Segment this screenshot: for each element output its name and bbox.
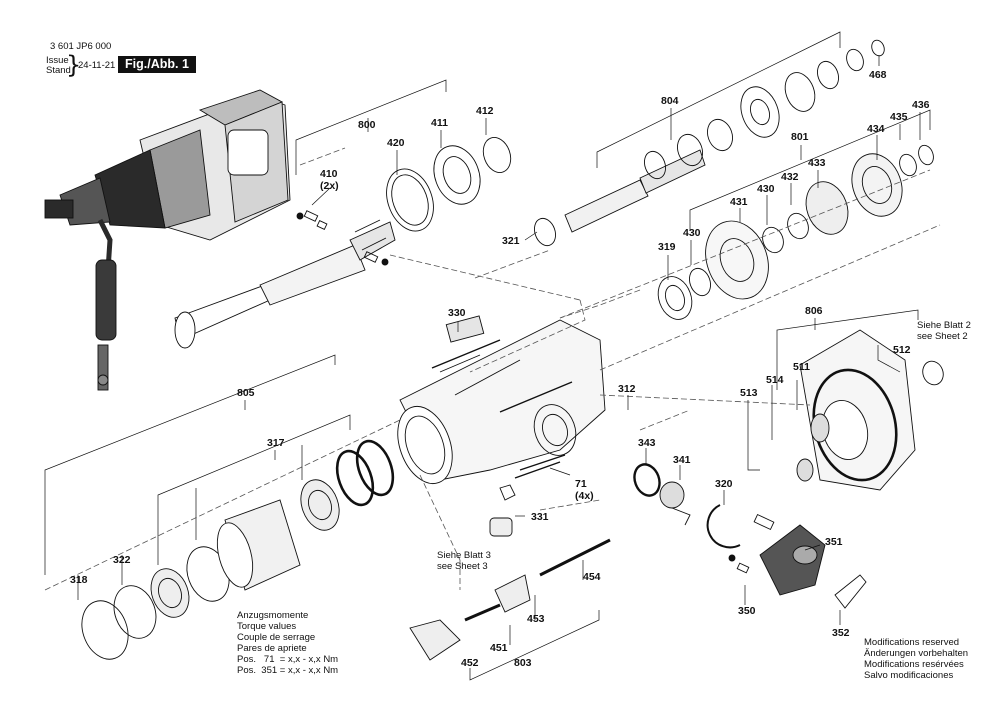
callout-453: 453 — [527, 613, 545, 625]
torque-title-fr: Couple de serrage — [237, 632, 316, 643]
callout-804: 804 — [661, 95, 679, 107]
callout-805: 805 — [237, 387, 255, 399]
callout-322: 322 — [113, 554, 131, 566]
sheet3-de: Siehe Blatt 3 — [437, 550, 491, 561]
torque-row-71: Pos. 71 = x,x - x,x Nm — [237, 654, 339, 665]
issue-label-en: Issue — [46, 55, 69, 66]
callout-452: 452 — [461, 657, 479, 669]
modifications-block: Modifications reserved Änderungen vorbeh… — [864, 637, 968, 681]
document-number: 3 601 JP6 000 — [50, 41, 112, 52]
callout-454: 454 — [583, 571, 601, 583]
callout-352: 352 — [832, 627, 850, 639]
callout-806: 806 — [805, 305, 823, 317]
modifications-fr: Modifications resérvées — [864, 659, 964, 670]
callout-514: 514 — [766, 374, 784, 386]
ring-412 — [482, 137, 512, 173]
callout-511: 511 — [793, 361, 810, 373]
torque-values-block: Anzugsmomente Torque values Couple de se… — [237, 610, 338, 676]
callout-321: 321 — [502, 235, 520, 247]
motor-flange-806 — [796, 329, 944, 491]
callout-431: 431 — [730, 196, 748, 208]
callout-351: 351 — [825, 536, 843, 548]
modifications-de: Änderungen vorbehalten — [864, 648, 969, 659]
front-assembly-805 — [81, 439, 395, 660]
callout-803: 803 — [514, 657, 532, 669]
selector-parts — [409, 454, 867, 661]
callout-433: 433 — [808, 157, 826, 169]
callout-343: 343 — [638, 437, 656, 449]
callout-labels: 800 412 411 420 410 (2x) 804 468 436 435… — [70, 69, 930, 669]
callout-331: 331 — [531, 511, 549, 523]
callout-350: 350 — [738, 605, 756, 617]
callout-319: 319 — [658, 241, 676, 253]
callout-512: 512 — [893, 344, 911, 356]
callout-451: 451 — [490, 642, 508, 654]
callout-434: 434 — [867, 123, 885, 135]
modifications-es: Salvo modificaciones — [864, 670, 954, 681]
bearing-411 — [433, 145, 481, 205]
spindle-assembly — [174, 219, 396, 349]
dash-lines — [44, 147, 941, 591]
callout-800: 800 — [358, 119, 376, 131]
callout-320: 320 — [715, 478, 733, 490]
callout-432: 432 — [781, 171, 799, 183]
torque-row-351: Pos. 351 = x,x - x,x Nm — [237, 665, 339, 676]
callout-420: 420 — [387, 137, 405, 149]
torque-title-en: Torque values — [237, 621, 297, 632]
tool-illustration — [44, 89, 291, 391]
torque-title-es: Pares de apriete — [237, 643, 307, 654]
callout-312: 312 — [618, 383, 636, 395]
sheet2-de: Siehe Blatt 2 — [917, 320, 971, 331]
callout-436: 436 — [912, 99, 930, 111]
callout-71-qty: (4x) — [575, 490, 594, 502]
callout-435: 435 — [890, 111, 908, 123]
callout-341: 341 — [673, 454, 691, 466]
sheet3-en: see Sheet 3 — [437, 561, 488, 572]
callout-513: 513 — [740, 387, 758, 399]
torque-title-de: Anzugsmomente — [237, 610, 309, 621]
callout-801: 801 — [791, 131, 809, 143]
callout-430-lower: 430 — [683, 227, 701, 239]
sheet2-reference: Siehe Blatt 2 see Sheet 2 — [917, 320, 971, 342]
leader-lines — [44, 31, 931, 681]
sheet3-reference: Siehe Blatt 3 see Sheet 3 — [437, 550, 491, 572]
modifications-en: Modifications reserved — [864, 637, 960, 648]
callout-468: 468 — [869, 69, 887, 81]
sheet2-en: see Sheet 2 — [917, 331, 968, 342]
gear-housing — [397, 315, 606, 484]
callout-410-qty: (2x) — [320, 180, 339, 192]
issue-date: 24-11-21 — [78, 60, 116, 71]
callout-330: 330 — [448, 307, 466, 319]
callout-430-upper: 430 — [757, 183, 775, 195]
issue-label-de: Stand — [46, 65, 71, 76]
callout-410: 410 — [320, 168, 338, 180]
ring-420 — [386, 168, 434, 232]
callout-318: 318 — [70, 574, 88, 586]
callout-411: 411 — [431, 117, 448, 129]
pins-410 — [296, 210, 389, 266]
brace-glyph: } — [66, 51, 82, 79]
callout-71: 71 — [575, 478, 587, 490]
callout-412: 412 — [476, 105, 494, 117]
shaft-804 — [534, 39, 885, 247]
figure-label: Fig./Abb. 1 — [118, 56, 196, 73]
callout-317: 317 — [267, 437, 285, 449]
